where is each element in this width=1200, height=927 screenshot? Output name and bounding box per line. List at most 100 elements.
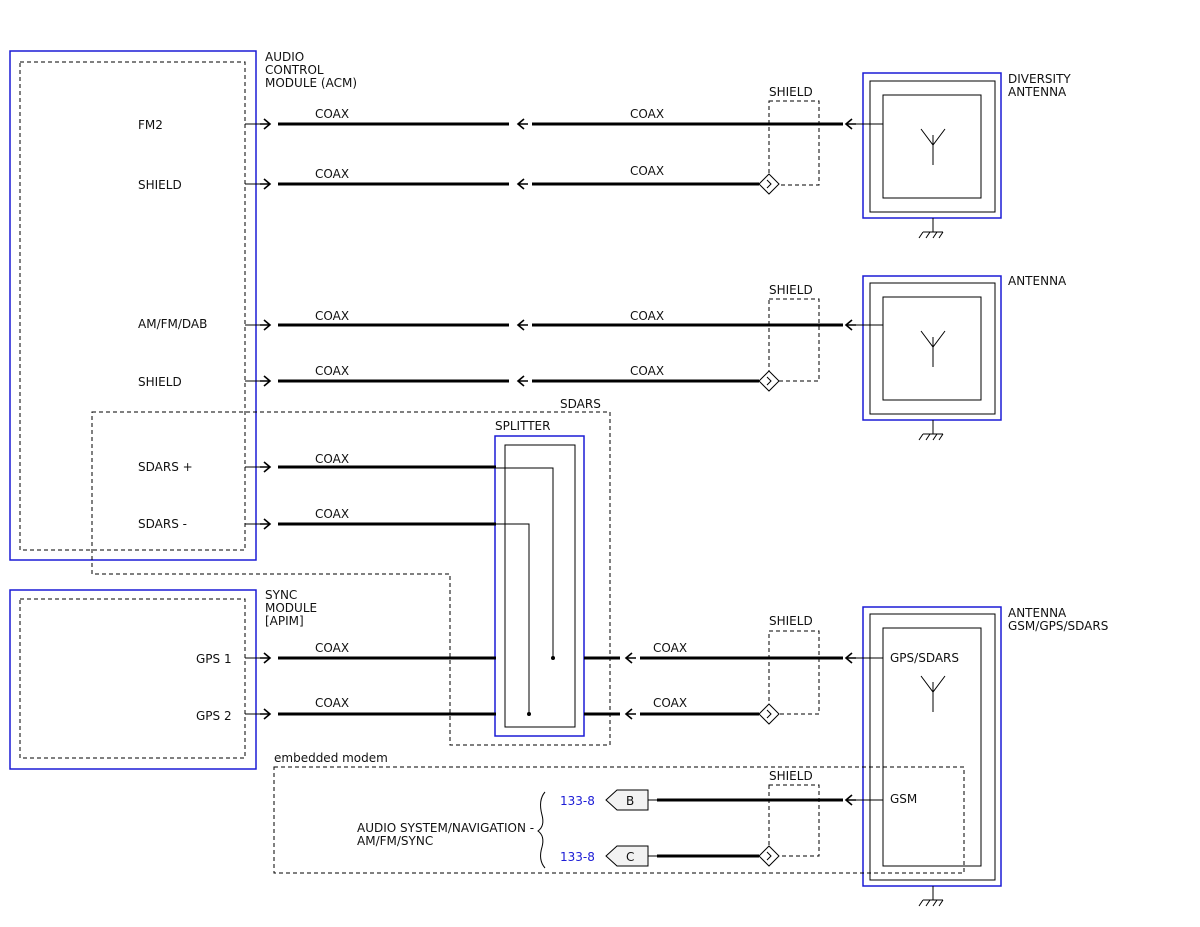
sync-pin-gps2: GPS 2 xyxy=(196,709,232,723)
gsm-gps-sdars-antenna: ANTENNA GSM/GPS/SDARS GPS/SDARS GSM xyxy=(862,606,1108,907)
splitter-node-2 xyxy=(527,712,531,716)
acm-pin-fm2: FM2 xyxy=(138,118,163,132)
acm-module: AUDIO CONTROL MODULE (ACM) FM2 SHIELD AM… xyxy=(9,50,357,561)
acm-pin-amfmdab: AM/FM/DAB xyxy=(138,317,207,331)
coax-label: COAX xyxy=(630,309,664,323)
shield-box-1 xyxy=(768,100,820,186)
shield-label-1: SHIELD xyxy=(769,85,813,99)
antenna-element xyxy=(882,296,982,401)
diversity-antenna-title-line1: DIVERSITY xyxy=(1008,72,1071,86)
sync-title-line1: SYNC xyxy=(265,588,297,602)
am-fm-antenna: ANTENNA xyxy=(862,274,1067,441)
antenna-title: ANTENNA xyxy=(1008,274,1067,288)
splitter-node-1 xyxy=(551,656,555,660)
antenna-body xyxy=(869,282,996,415)
gsm-antenna-title-line2: GSM/GPS/SDARS xyxy=(1008,619,1108,633)
diversity-antenna-body xyxy=(869,80,996,213)
connector-arrow-icon xyxy=(845,118,857,130)
connector-b-label: B xyxy=(626,794,634,808)
diversity-antenna: DIVERSITY ANTENNA xyxy=(862,72,1071,239)
gsm-antenna-outline xyxy=(862,606,1002,887)
coax-label: COAX xyxy=(315,309,349,323)
shield-label-3: SHIELD xyxy=(769,614,813,628)
connector-arrow-icon xyxy=(259,319,271,331)
aerial-icon xyxy=(920,675,946,713)
splitter-path-plus xyxy=(496,467,554,658)
acm-title-line1: AUDIO xyxy=(265,50,304,64)
connector-arrow-icon xyxy=(845,794,857,806)
acm-pin-sdars-plus: SDARS + xyxy=(138,460,193,474)
connector-arrow-icon xyxy=(625,652,637,664)
connector-arrow-icon xyxy=(259,708,271,720)
shield-enclosures: SHIELD SHIELD SHIELD SHIELD xyxy=(768,85,820,857)
splitter-inner xyxy=(504,444,576,728)
coax-label: COAX xyxy=(315,452,349,466)
coax-label: COAX xyxy=(315,107,349,121)
sync-inner-dashed xyxy=(19,598,246,759)
xref-group: AUDIO SYSTEM/NAVIGATION - AM/FM/SYNC 133… xyxy=(357,789,657,869)
wires xyxy=(245,118,883,867)
acm-pin-shield-1: SHIELD xyxy=(138,178,182,192)
xref-note-line1: AUDIO SYSTEM/NAVIGATION - xyxy=(357,821,534,835)
coax-label: COAX xyxy=(315,167,349,181)
coax-label: COAX xyxy=(653,641,687,655)
shield-label-2: SHIELD xyxy=(769,283,813,297)
shield-box-4 xyxy=(768,784,820,857)
shield-splice-icon xyxy=(758,173,780,195)
coax-labels: COAX COAX COAX COAX COAX COAX COAX COAX … xyxy=(315,107,687,710)
coax-label: COAX xyxy=(315,507,349,521)
splitter-outline xyxy=(494,435,585,737)
gsm-antenna-pin-gps: GPS/SDARS xyxy=(890,651,959,665)
connector-arrow-icon xyxy=(259,652,271,664)
acm-inner-dashed xyxy=(19,61,246,551)
gsm-antenna-element xyxy=(882,627,982,867)
acm-pin-sdars-minus: SDARS - xyxy=(138,517,187,531)
shield-splice-icon xyxy=(758,703,780,725)
sync-pin-gps1: GPS 1 xyxy=(196,652,232,666)
gsm-antenna-body xyxy=(869,613,996,881)
coax-label: COAX xyxy=(315,641,349,655)
sync-title-line3: [APIM] xyxy=(265,614,304,628)
antenna-outline xyxy=(862,275,1002,421)
acm-pin-shield-2: SHIELD xyxy=(138,375,182,389)
ground-icon xyxy=(918,419,944,441)
connector-arrow-icon xyxy=(259,118,271,130)
brace-icon xyxy=(537,791,546,869)
connector-arrow-icon xyxy=(259,518,271,530)
gsm-antenna-title-line1: ANTENNA xyxy=(1008,606,1067,620)
aerial-icon xyxy=(920,128,946,166)
sync-title-line2: MODULE xyxy=(265,601,317,615)
coax-label: COAX xyxy=(630,164,664,178)
connector-arrow-icon xyxy=(517,375,529,387)
connector-arrow-icon xyxy=(517,178,529,190)
sync-outline xyxy=(9,589,257,770)
sync-module: SYNC MODULE [APIM] GPS 1 GPS 2 xyxy=(9,588,317,770)
connector-c-label: C xyxy=(626,850,634,864)
connector-arrow-icon xyxy=(259,461,271,473)
sdars-group-label: SDARS xyxy=(560,397,601,411)
acm-title-line3: MODULE (ACM) xyxy=(265,76,357,90)
ground-icon xyxy=(918,217,944,239)
aerial-icon xyxy=(920,330,946,368)
coax-label: COAX xyxy=(630,364,664,378)
shield-label-4: SHIELD xyxy=(769,769,813,783)
shield-box-3 xyxy=(768,630,820,715)
splitter-path-minus xyxy=(496,523,530,714)
xref-page-link-b[interactable]: 133-8 xyxy=(560,794,595,808)
connector-arrow-icon xyxy=(845,319,857,331)
sdars-group-outline xyxy=(91,411,611,746)
xref-page-link-c[interactable]: 133-8 xyxy=(560,850,595,864)
connector-arrow-icon xyxy=(259,178,271,190)
xref-note-line2: AM/FM/SYNC xyxy=(357,834,433,848)
diversity-antenna-element xyxy=(882,94,982,199)
shield-splice-icon xyxy=(758,845,780,867)
coax-label: COAX xyxy=(653,696,687,710)
shield-splice-icon xyxy=(758,370,780,392)
connector-arrow-icon xyxy=(517,319,529,331)
splitter-label: SPLITTER xyxy=(495,419,550,433)
connector-arrow-icon xyxy=(845,652,857,664)
shield-box-2 xyxy=(768,298,820,382)
embedded-modem-outline xyxy=(273,766,965,874)
diversity-antenna-outline xyxy=(862,72,1002,219)
